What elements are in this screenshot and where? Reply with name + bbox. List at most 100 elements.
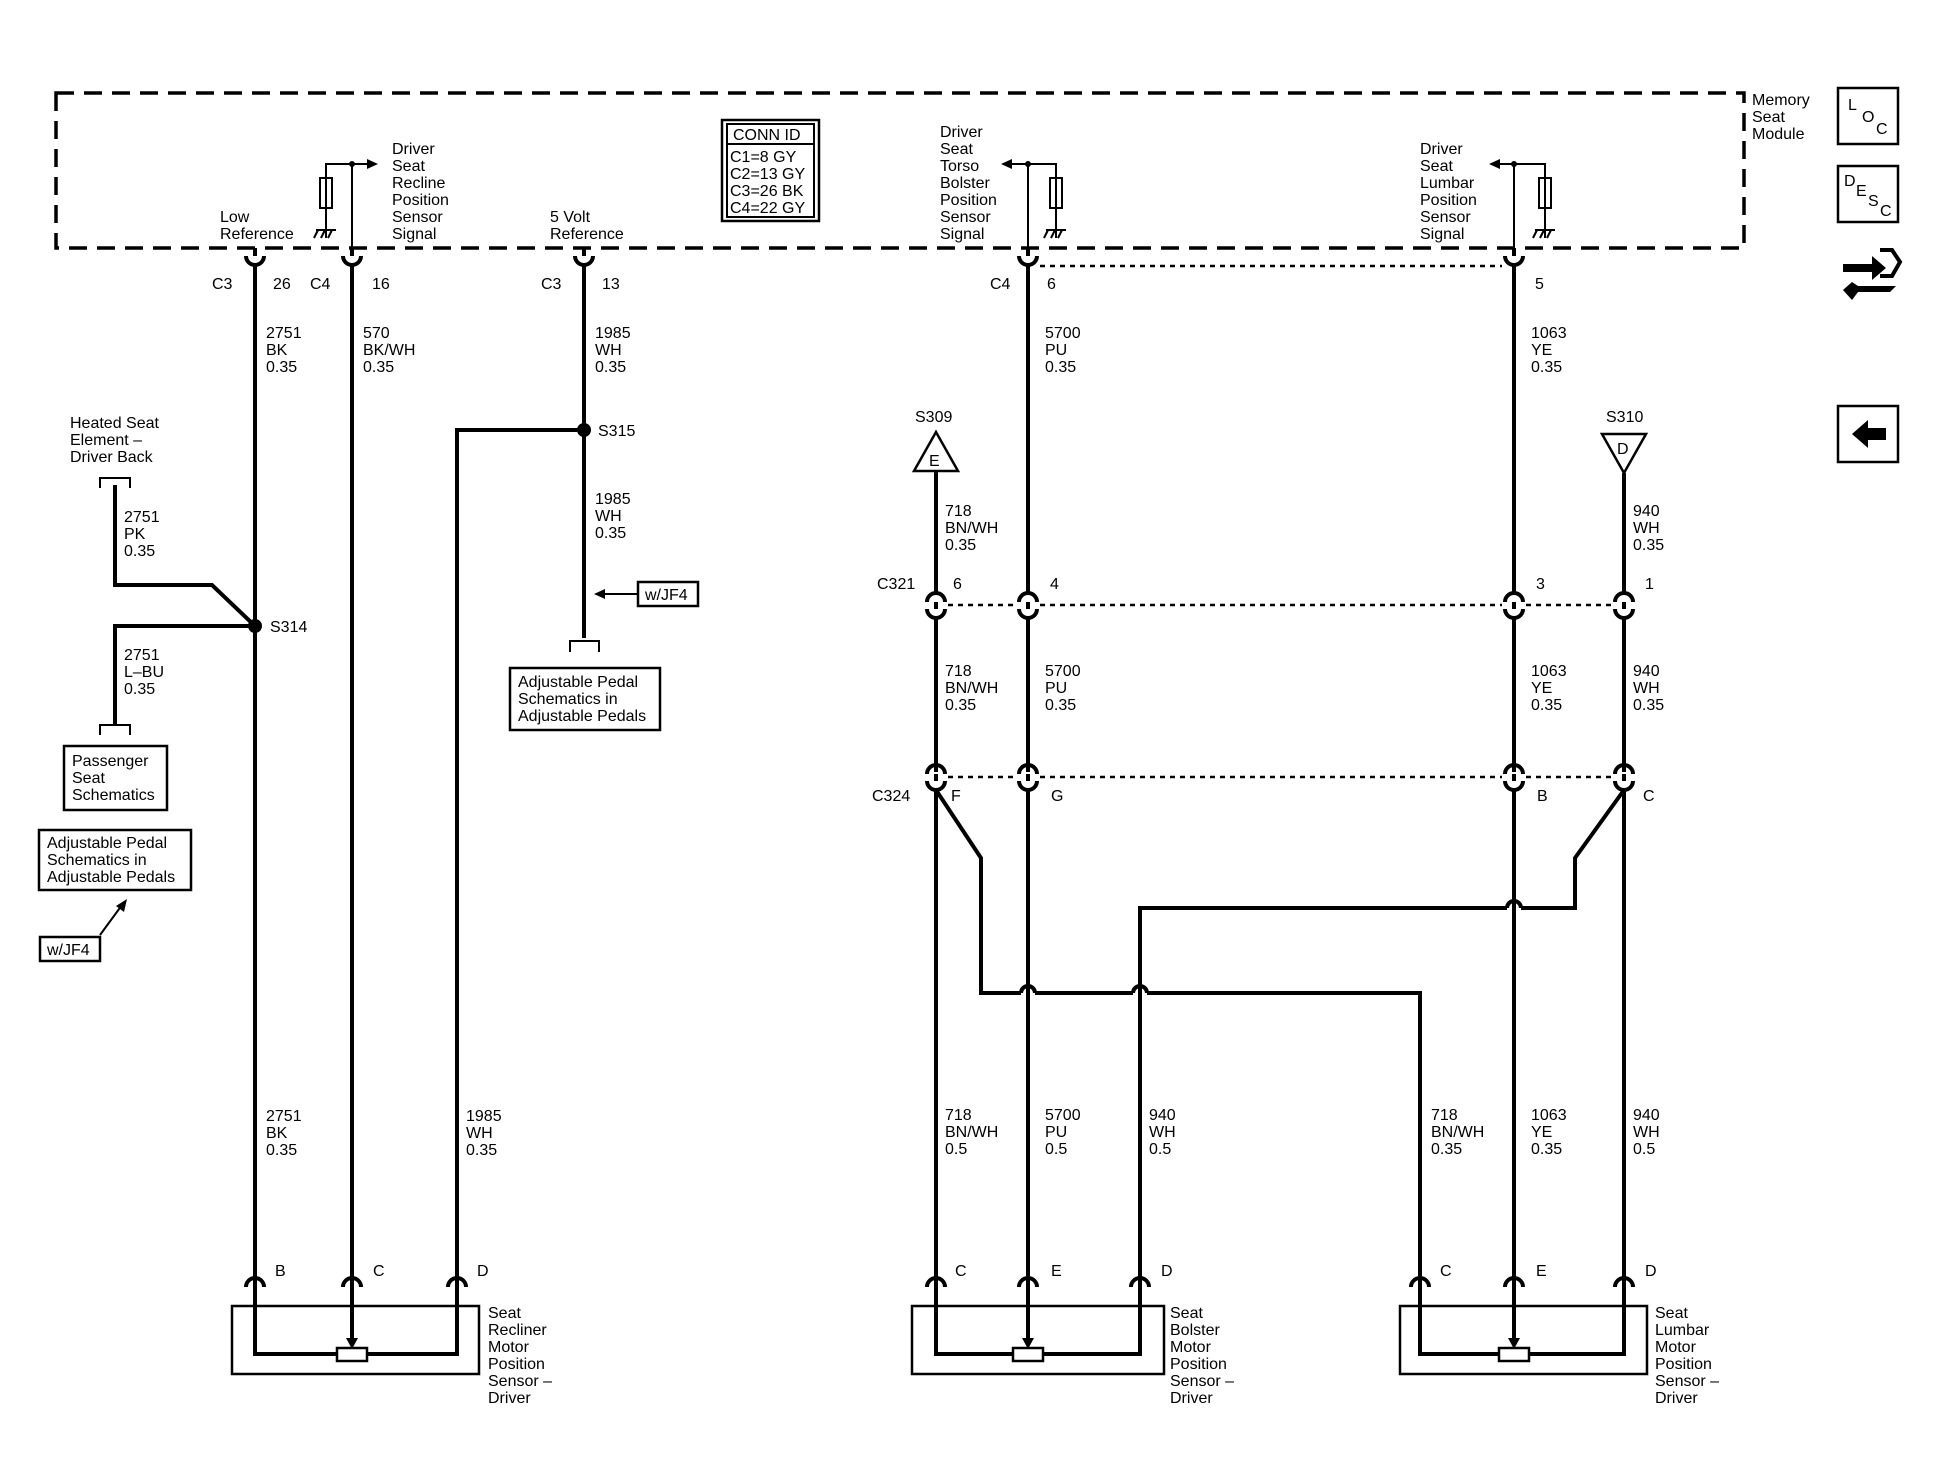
wire-5700-b: 5700 PU 0.35: [1045, 663, 1085, 714]
wire-1063-top: 1063 YE 0.35: [1531, 325, 1571, 376]
five-volt-reference-label: 5 Volt Reference: [550, 209, 624, 243]
wire-1985-top: 1985 WH 0.35: [595, 325, 635, 376]
adjustable-pedal-schematics-link-left[interactable]: Adjustable Pedal Schematics in Adjustabl…: [37, 828, 193, 892]
pin-26: 26: [273, 276, 291, 293]
pin-c4-16: C4: [310, 276, 331, 293]
recliner-pin-b: B: [275, 1263, 286, 1280]
recline-internal-circuit: [313, 159, 378, 239]
pin-5: 5: [1535, 276, 1544, 293]
c324-pin-g: G: [1051, 788, 1063, 805]
wire-718-a: 718 BN/WH 0.35: [945, 503, 1003, 554]
recline-signal-label: Driver Seat Recline Position Sensor Sign…: [392, 141, 453, 243]
passenger-seat-schematics-text: Passenger Seat Schematics: [72, 753, 155, 804]
connector-tool-icon[interactable]: [1843, 248, 1903, 300]
wire-2751-pk: 2751 PK 0.35: [124, 509, 164, 560]
wire-2751-bot: 2751 BK 0.35: [266, 1108, 306, 1159]
pin-16: 16: [372, 276, 390, 293]
lumbar-internal-circuit: [1489, 159, 1555, 239]
c324-pin-b: B: [1537, 788, 1548, 805]
right-wires-middle: [934, 618, 1626, 772]
bolster-pin-c: C: [955, 1263, 967, 1280]
bolster-sensor-label: Seat Bolster Motor Position Sensor – Dri…: [1170, 1305, 1239, 1407]
wire-718-c: 718 BN/WH 0.5: [945, 1107, 1003, 1158]
c321-pin-4: 4: [1050, 576, 1059, 593]
pin-13: 13: [602, 276, 620, 293]
c324-pin-f: F: [951, 788, 961, 805]
low-reference-label: Low Reference: [220, 209, 294, 243]
wjf4-left-tag: w/JF4: [38, 899, 127, 963]
module-name: Memory Seat Module: [1752, 92, 1814, 143]
wire-718-b: 718 BN/WH 0.35: [945, 663, 1003, 714]
module-pins: [244, 248, 1525, 267]
description-button[interactable]: D E S C: [1836, 164, 1900, 224]
conn-id-lines: C1=8 GY C2=13 GY C3=26 BK C4=22 GY: [730, 149, 809, 217]
connector-c324-label: C324: [872, 788, 910, 805]
desc-icon-c: C: [1880, 203, 1892, 220]
svg-text:w/JF4: w/JF4: [46, 942, 90, 959]
loc-icon-o: O: [1862, 109, 1874, 126]
desc-icon-s: S: [1868, 193, 1879, 210]
bolster-signal-label: Driver Seat Torso Bolster Position Senso…: [940, 124, 1001, 243]
wire-940-b: 940 WH 0.35: [1633, 663, 1664, 714]
recliner-pin-d: D: [477, 1263, 489, 1280]
wire-2751-top: 2751 BK 0.35: [266, 325, 306, 376]
bolster-pin-d: D: [1161, 1263, 1173, 1280]
pin-6: 6: [1047, 276, 1056, 293]
recliner-sensor-label: Seat Recliner Motor Position Sensor – Dr…: [488, 1305, 557, 1407]
splice-s309: S309: [915, 409, 952, 426]
wire-1985-bot: 1985 WH 0.35: [466, 1108, 506, 1159]
c321-pin-3: 3: [1536, 576, 1545, 593]
right-wires-upper: [934, 266, 1626, 593]
wire-5700-top: 5700 PU 0.35: [1045, 325, 1085, 376]
wire-940-c: 940 WH 0.5: [1149, 1107, 1180, 1158]
connector-c321-label: C321: [877, 576, 915, 593]
wire-1063-b: 1063 YE 0.35: [1531, 663, 1571, 714]
c321-pin-6: 6: [953, 576, 962, 593]
bolster-internal-circuit: [1001, 159, 1066, 239]
lumbar-pin-c: C: [1440, 1263, 1452, 1280]
splice-s315-dot: [577, 423, 591, 437]
right-wires-lower: [934, 788, 1626, 1287]
splice-s310-symbol: D: [1599, 432, 1649, 476]
wire-940-a: 940 WH 0.35: [1633, 503, 1664, 554]
pin-c3-26: C3: [212, 276, 233, 293]
splice-s314: S314: [270, 619, 307, 636]
loc-icon-c: C: [1876, 121, 1888, 138]
memory-seat-module-boundary: [54, 91, 1746, 250]
adjustable-pedal-schematics-link-mid[interactable]: Adjustable Pedal Schematics in Adjustabl…: [508, 666, 662, 732]
desc-icon-e: E: [1856, 183, 1867, 200]
wire-940-d: 940 WH 0.5: [1633, 1107, 1664, 1158]
bolster-sensor: [910, 1276, 1166, 1376]
splice-s309-symbol: E: [911, 429, 961, 473]
adjustable-pedal-mid-text: Adjustable Pedal Schematics in Adjustabl…: [518, 674, 646, 725]
bolster-pin-e: E: [1051, 1263, 1062, 1280]
svg-text:E: E: [929, 453, 940, 470]
recliner-pin-c: C: [373, 1263, 385, 1280]
wire-2751-lbu: 2751 L–BU 0.35: [124, 647, 168, 698]
loc-icon-l: L: [1848, 97, 1857, 114]
left-wires: [113, 266, 586, 1287]
heated-seat-ref: Heated Seat Element – Driver Back: [70, 415, 163, 466]
lumbar-sensor: [1398, 1276, 1649, 1376]
pin-c4-6: C4: [990, 276, 1011, 293]
svg-text:D: D: [1617, 441, 1629, 458]
back-button[interactable]: [1836, 404, 1900, 464]
svg-text:w/JF4: w/JF4: [644, 587, 688, 604]
adjustable-pedal-left-text: Adjustable Pedal Schematics in Adjustabl…: [47, 835, 175, 886]
lumbar-pin-d: D: [1645, 1263, 1657, 1280]
splice-s310: S310: [1606, 409, 1643, 426]
back-arrow-icon: [1852, 420, 1886, 448]
recliner-sensor: [230, 1276, 481, 1376]
lumbar-sensor-label: Seat Lumbar Motor Position Sensor – Driv…: [1655, 1305, 1724, 1407]
passenger-seat-schematics-link[interactable]: Passenger Seat Schematics: [62, 744, 169, 812]
wire-570: 570 BK/WH 0.35: [363, 325, 420, 376]
desc-icon-d: D: [1844, 173, 1856, 190]
wjf4-mid-tag: w/JF4: [594, 580, 700, 608]
location-button[interactable]: L O C: [1836, 86, 1900, 146]
connector-c324: [925, 763, 1635, 792]
lumbar-signal-label: Driver Seat Lumbar Position Sensor Signa…: [1420, 141, 1481, 243]
pin-c3-13: C3: [541, 276, 562, 293]
splice-s315: S315: [598, 423, 635, 440]
wire-1985-mid: 1985 WH 0.35: [595, 491, 635, 542]
